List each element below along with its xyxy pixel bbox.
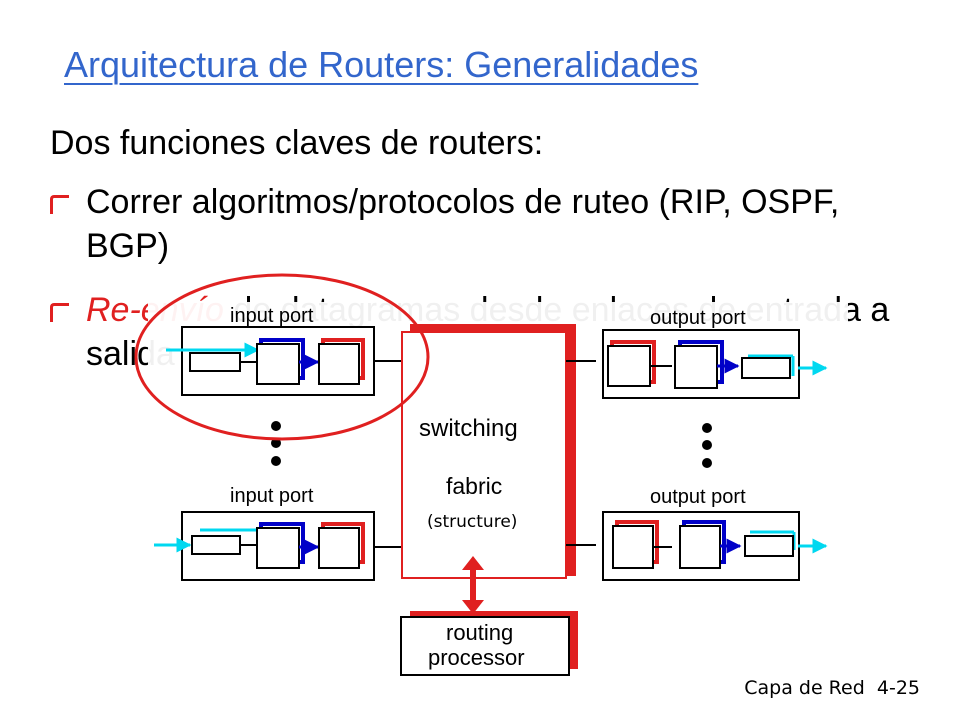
input-port-top: [166, 326, 402, 396]
switching-fabric: switching fabric (structure): [401, 324, 576, 579]
bullet-routing-algorithms: Correr algoritmos/protocolos de ruteo (R…: [50, 180, 910, 268]
input-port-label-top: input port: [230, 305, 314, 327]
routing-label: routing: [446, 620, 513, 645]
fabric-label: fabric: [446, 473, 502, 499]
bullet-marker-icon: [50, 303, 69, 322]
output-port-top: [602, 329, 828, 399]
bullet-text: Correr algoritmos/protocolos de ruteo (R…: [86, 183, 840, 265]
switching-label: switching: [419, 415, 518, 442]
highlight-ellipse: [134, 273, 430, 441]
bullet-marker-icon: [50, 195, 69, 214]
slide-title: Arquitectura de Routers: Generalidades: [64, 44, 699, 85]
structure-label: (structure): [427, 512, 517, 532]
dot: [271, 438, 281, 448]
dot: [702, 440, 712, 450]
output-port-label-top: output port: [650, 307, 746, 329]
input-port-bottom: [154, 511, 402, 581]
footer: Capa de Red 4-25: [744, 677, 920, 699]
input-port-label-bottom: input port: [230, 485, 314, 507]
dot: [702, 458, 712, 468]
output-port-bottom: [602, 511, 828, 581]
processor-label: processor: [428, 645, 525, 670]
dot: [702, 423, 712, 433]
output-port-label-bottom: output port: [650, 486, 746, 508]
dot: [271, 456, 281, 466]
fabric-routing-link: [462, 556, 484, 614]
page-number: 4-25: [876, 677, 920, 699]
dot: [271, 421, 281, 431]
routing-processor: routing processor: [400, 611, 578, 676]
footer-label: Capa de Red: [744, 677, 865, 699]
intro-text: Dos funciones claves de routers:: [50, 124, 544, 162]
